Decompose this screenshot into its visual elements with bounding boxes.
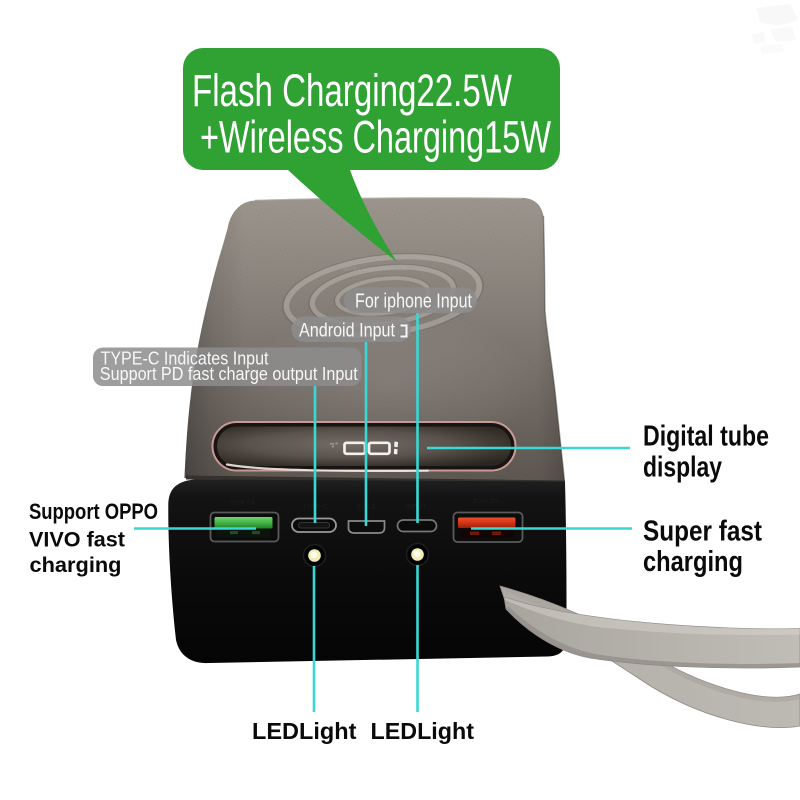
svg-text:5V/4.5A: 5V/4.5A [231,500,256,507]
svg-text:Support OPPO: Support OPPO [29,499,158,524]
svg-text:display: display [643,452,722,484]
svg-text:Flash Charging22.5W: Flash Charging22.5W [192,65,512,116]
svg-text:VIVO fast: VIVO fast [29,529,125,552]
svg-text:LEDLight: LEDLight [371,718,475,744]
svg-text:For iphone Input: For iphone Input [355,291,472,313]
svg-text:LEDLight: LEDLight [252,718,357,744]
svg-text:charging: charging [643,546,743,578]
svg-text:Super fast: Super fast [643,516,762,548]
svg-text:+Wireless Charging15W: +Wireless Charging15W [200,112,551,163]
svg-text:TYPE-C Indicates Input: TYPE-C Indicates Input [101,348,269,368]
svg-text:Support PD fast charge output: Support PD fast charge output Input [100,364,358,384]
svg-text:Digital tube: Digital tube [643,421,769,453]
svg-text:5V/4.5A: 5V/4.5A [474,498,499,505]
svg-text:charging: charging [30,554,122,577]
svg-text:WIRELESS CHARGER: WIRELESS CHARGER [343,267,407,273]
svg-text:Android Input: Android Input [299,321,396,342]
